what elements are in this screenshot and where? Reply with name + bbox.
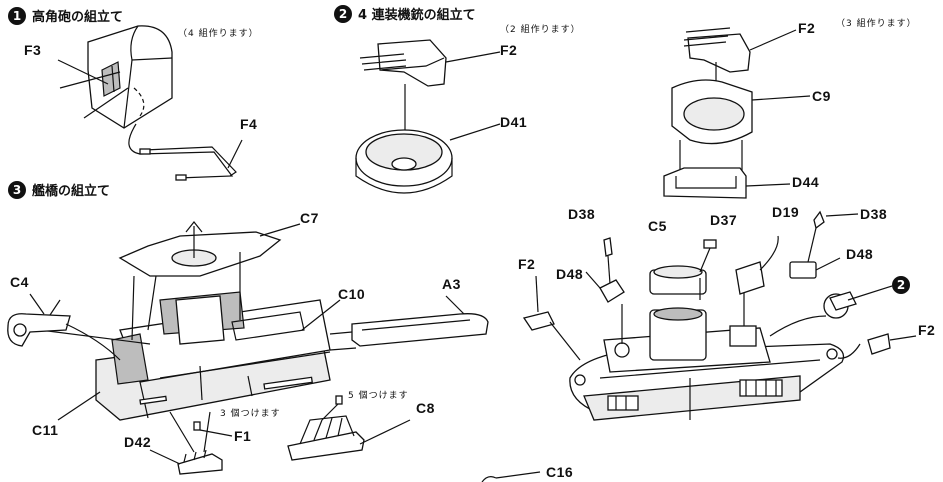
tub-base-d44-drawing xyxy=(663,167,791,199)
part-label-f3: F3 xyxy=(24,42,42,58)
small-parts-drawing xyxy=(57,391,411,475)
callout-step-2-marker: 2 xyxy=(892,276,910,294)
gun-shield-drawing xyxy=(57,25,173,129)
mount-ring-d41-drawing xyxy=(355,123,501,194)
part-label-f4: F4 xyxy=(240,116,258,132)
part-label-f2-d: F2 xyxy=(918,322,936,338)
step-3-title: 艦橋の組立て xyxy=(32,184,111,199)
note-make-4-sets: （4 組作ります） xyxy=(178,29,259,39)
c16-hint-drawing xyxy=(481,471,541,482)
part-label-c8: C8 xyxy=(416,400,435,416)
part-label-c16: C16 xyxy=(546,464,574,480)
bridge-base-drawing xyxy=(38,291,331,421)
step-1-marker: 1 xyxy=(8,6,26,25)
step-3-marker: 3 xyxy=(8,180,26,199)
part-label-c10: C10 xyxy=(338,286,366,302)
part-label-d37: D37 xyxy=(710,212,738,228)
part-label-a3: A3 xyxy=(442,276,461,292)
step-3-heading: 3 艦橋の組立て xyxy=(8,180,110,199)
step-2-title: 4 連装機銃の組立て xyxy=(358,8,476,23)
part-label-c5: C5 xyxy=(648,218,667,234)
compass-deck-c7-drawing xyxy=(118,221,301,341)
note-make-2-sets: （2 組作ります） xyxy=(500,25,581,35)
note-make-3-sets: （3 組作ります） xyxy=(836,19,917,29)
part-label-d42: D42 xyxy=(124,434,152,450)
bridge-assembled-drawing xyxy=(569,265,845,421)
part-label-f2-b: F2 xyxy=(798,20,816,36)
part-label-c11: C11 xyxy=(32,422,59,438)
part-label-c9: C9 xyxy=(812,88,831,104)
part-label-d19: D19 xyxy=(772,204,800,220)
part-label-c4: C4 xyxy=(10,274,29,290)
step-2-heading: 2 4 連装機銃の組立て xyxy=(334,4,476,23)
step-2-marker: 2 xyxy=(334,4,352,23)
note-attach-5: 5 個つけます xyxy=(348,391,409,401)
gun-tub-c9-drawing xyxy=(671,79,811,175)
part-label-d41: D41 xyxy=(500,114,528,130)
part-label-d44: D44 xyxy=(792,174,820,190)
part-label-c7: C7 xyxy=(300,210,319,226)
part-label-d38-b: D38 xyxy=(860,206,888,222)
step-1-heading: 1 高角砲の組立て xyxy=(8,6,123,25)
deck-a3-drawing xyxy=(301,295,489,351)
bridge-deck-c4-drawing xyxy=(7,293,121,361)
part-label-d38-a: D38 xyxy=(568,206,596,222)
part-label-d48-a: D48 xyxy=(556,266,584,282)
small-parts-right-drawing xyxy=(522,210,917,361)
part-label-f1: F1 xyxy=(234,428,252,444)
machine-gun-f2-drawing-a xyxy=(359,39,501,162)
gun-barrel-f4-drawing xyxy=(128,123,243,181)
part-label-f2-c: F2 xyxy=(518,256,536,272)
note-attach-3: 3 個つけます xyxy=(220,409,281,419)
part-label-d48-b: D48 xyxy=(846,246,874,262)
step-1-title: 高角砲の組立て xyxy=(32,10,124,25)
callout-number: 2 xyxy=(892,276,910,294)
part-label-f2-a: F2 xyxy=(500,42,518,58)
